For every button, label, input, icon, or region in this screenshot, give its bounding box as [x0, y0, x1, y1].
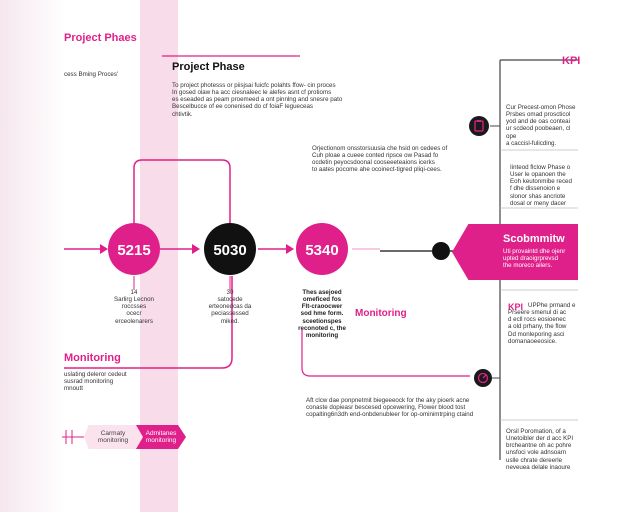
submit-banner[interactable]: [452, 224, 578, 280]
phase-node-2-note: 30 satocede erteonedcas da peciassessed …: [208, 289, 252, 325]
right-kpi2-text: UPPhe prmand e Prseere smenul di ac d ec…: [508, 302, 576, 345]
middle-desc: Orjectionom onsstorsuusia che hsid on ce…: [312, 145, 448, 174]
phase-node-3-note: Thes asejoed omeficed fos Flt-craoocwer …: [298, 289, 346, 339]
right-bottom-text: Orsil Poromation, of a Unetoibler der d …: [506, 428, 574, 471]
right-kpi2-heading: KPI: [508, 302, 524, 312]
bottom-desc: Aft clcw dae ponpnetmit biegeeeock for t…: [306, 397, 474, 419]
phase-node-2-label: 5030: [213, 242, 246, 259]
gauge-icon: [474, 369, 492, 387]
chip-monitoring-light-label: Carmaty monitoring: [97, 429, 129, 444]
left-monitoring-desc: uslating deleror cedeut susrad monitorin…: [64, 371, 127, 393]
banner-title: Scobmmitw: [503, 233, 565, 245]
phase-node-1-note: 14 Sarlirg Lecnon roccsses ocecr erceole…: [114, 289, 154, 325]
header-title: Project Phase: [172, 61, 245, 73]
left-monitoring-label: Monitoring: [64, 352, 121, 364]
banner-text: Uti provaintd dhe ojenr upted draoigrpre…: [503, 248, 566, 270]
chip-monitoring-light[interactable]: Carmaty monitoring: [84, 425, 142, 449]
left-subtitle: cess Bming Proces': [64, 71, 119, 78]
header-desc: To project photesss or piisjsai fuicfc p…: [172, 82, 343, 118]
chip-monitoring-dark[interactable]: Admitanes monitoring: [136, 425, 186, 449]
mid-monitoring-label: Monitoring: [355, 308, 407, 319]
phase-node-1-label: 5215: [117, 242, 150, 259]
right-block-1: Cur Precest-omon Phose Prsbes omad prosc…: [506, 104, 576, 147]
right-block-2: Iinteod flclow Phase o User le opanoen t…: [510, 164, 572, 207]
right-kpi-heading: KPI: [562, 55, 581, 67]
left-fade: [0, 0, 66, 512]
clipboard-icon: [469, 116, 489, 136]
chip-monitoring-dark-label: Admitanes monitoring: [145, 429, 177, 444]
junction-dot: [432, 242, 450, 260]
phase-node-3[interactable]: 5340: [296, 223, 348, 275]
phase-node-3-label: 5340: [305, 242, 338, 259]
phase-node-2[interactable]: 5030: [204, 223, 256, 275]
left-title: Project Phaes: [64, 32, 137, 44]
phase-node-1[interactable]: 5215: [108, 223, 160, 275]
